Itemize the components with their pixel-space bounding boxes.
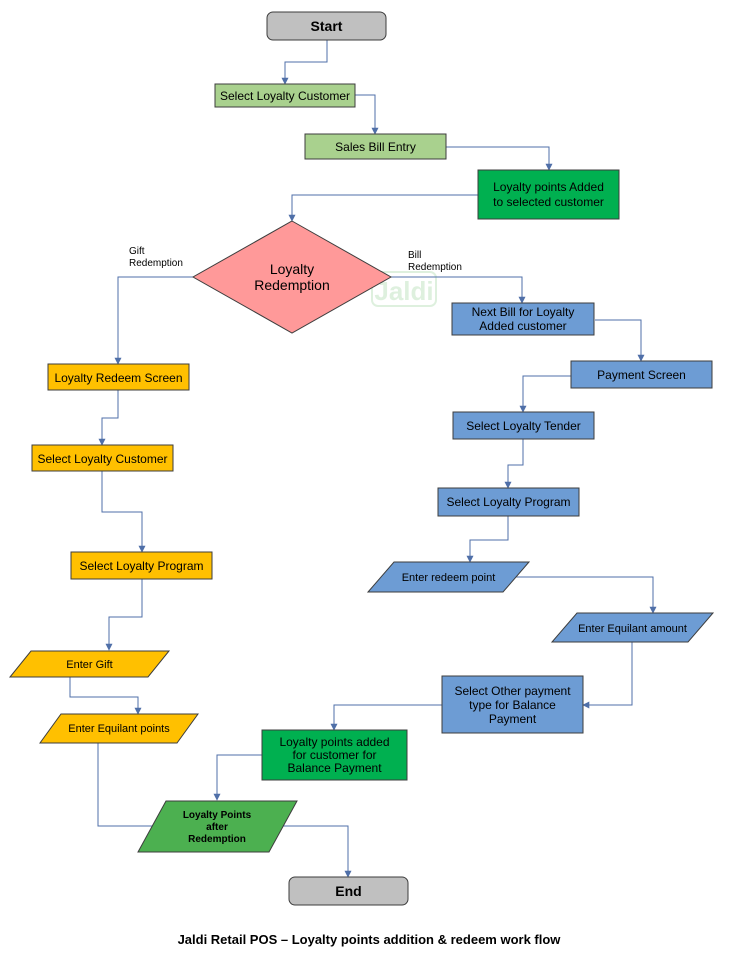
connectors (69, 40, 657, 878)
select-other-payment-line-2: type for Balance (469, 698, 556, 712)
after-redemption-line-3: Redemption (188, 834, 246, 845)
loyalty-points-added-node: Loyalty points Added to selected custome… (477, 169, 620, 220)
select-loyalty-customer-left-label: Select Loyalty Customer (37, 452, 167, 466)
connector-redeem-screen-to-select-customer (98, 390, 119, 446)
loyalty-points-added-balance-node: Loyalty points added for customer for Ba… (261, 729, 408, 781)
enter-equilant-amount-node: Enter Equilant amount (550, 612, 715, 643)
enter-equilant-points-label: Enter Equilant points (68, 723, 170, 735)
enter-gift-node: Enter Gift (8, 650, 171, 678)
connector-redeem-point-to-equilant-amount (503, 576, 657, 614)
connector-redemption-to-next-bill (391, 276, 526, 304)
connector-other-payment-to-points-added-balance (330, 704, 442, 731)
enter-redeem-point-node: Enter redeem point (366, 561, 531, 593)
select-loyalty-customer-top-node: Select Loyalty Customer (214, 83, 356, 108)
select-loyalty-tender-label: Select Loyalty Tender (466, 419, 581, 433)
connector-redemption-to-redeem-screen (114, 276, 193, 365)
select-loyalty-tender-node: Select Loyalty Tender (452, 411, 595, 440)
connector-tender-to-program (504, 439, 524, 489)
connector-points-added-to-redemption (288, 194, 478, 222)
select-other-payment-line-3: Payment (489, 712, 537, 726)
points-added-balance-line-1: Loyalty points added (279, 735, 389, 749)
gift-redemption-label-1: Gift (129, 246, 145, 257)
connector-points-added-balance-to-after-redemption (213, 754, 262, 801)
connector-payment-screen-to-tender (519, 375, 571, 413)
loyalty-points-after-redemption-node: Loyalty Points after Redemption (137, 800, 298, 853)
connector-sales-bill-to-points-added (446, 146, 553, 171)
loyalty-points-added-line-2: to selected customer (493, 195, 604, 209)
connector-equilant-amount-to-other-payment (582, 642, 633, 709)
loyalty-redemption-line-2: Redemption (254, 277, 330, 293)
connector-start-to-select-customer (281, 40, 328, 85)
select-loyalty-program-right-node: Select Loyalty Program (437, 487, 580, 517)
connector-equilant-points-to-after-redemption (97, 743, 161, 830)
end-node: End (288, 876, 409, 906)
bill-redemption-label-2: Redemption (408, 262, 462, 273)
after-redemption-line-2: after (206, 822, 228, 833)
start-node: Start (266, 11, 387, 41)
sales-bill-entry-node: Sales Bill Entry (304, 133, 447, 160)
diagram-caption: Jaldi Retail POS – Loyalty points additi… (177, 932, 561, 947)
connector-next-bill-to-payment-screen (595, 319, 645, 362)
loyalty-redeem-screen-label: Loyalty Redeem Screen (54, 371, 182, 385)
end-label: End (335, 883, 361, 899)
select-loyalty-customer-left-node: Select Loyalty Customer (31, 444, 174, 472)
connector-select-customer-to-sales-bill (355, 94, 379, 135)
enter-equilant-amount-label: Enter Equilant amount (578, 623, 687, 635)
points-added-balance-line-2: for customer for (292, 748, 376, 762)
loyalty-redemption-line-1: Loyalty (270, 261, 314, 277)
points-added-balance-line-3: Balance Payment (287, 761, 382, 775)
connector-select-customer-to-program (101, 471, 146, 553)
connector-program-to-redeem-point (466, 516, 509, 563)
payment-screen-label: Payment Screen (597, 368, 686, 382)
loyalty-redeem-screen-node: Loyalty Redeem Screen (47, 363, 190, 391)
after-redemption-line-1: Loyalty Points (183, 810, 252, 821)
gift-redemption-label-2: Redemption (129, 258, 183, 269)
start-label: Start (311, 18, 343, 34)
bill-redemption-label-1: Bill (408, 250, 421, 261)
next-bill-line-1: Next Bill for Loyalty (472, 305, 575, 319)
connector-program-to-enter-gift (105, 579, 143, 651)
sales-bill-entry-label: Sales Bill Entry (335, 140, 416, 154)
loyalty-redemption-decision-node: Loyalty Redemption (191, 220, 393, 334)
connector-enter-gift-to-equilant-points (69, 677, 142, 715)
payment-screen-node: Payment Screen (570, 360, 713, 389)
select-loyalty-program-left-node: Select Loyalty Program (70, 551, 213, 580)
select-loyalty-customer-top-label: Select Loyalty Customer (220, 89, 350, 103)
enter-redeem-point-label: Enter redeem point (402, 572, 496, 584)
connector-after-redemption-to-end (275, 825, 352, 878)
next-bill-node: Next Bill for Loyalty Added customer (451, 302, 595, 336)
select-other-payment-line-1: Select Other payment (454, 684, 571, 698)
select-other-payment-node: Select Other payment type for Balance Pa… (441, 675, 584, 734)
enter-equilant-points-node: Enter Equilant points (39, 713, 199, 744)
jaldi-watermark-logo: Jaldi (371, 271, 437, 307)
select-loyalty-program-right-label: Select Loyalty Program (446, 495, 570, 509)
next-bill-line-2: Added customer (479, 319, 566, 333)
enter-gift-label: Enter Gift (66, 659, 112, 671)
loyalty-points-added-line-1: Loyalty points Added (493, 180, 604, 194)
select-loyalty-program-left-label: Select Loyalty Program (79, 559, 203, 573)
